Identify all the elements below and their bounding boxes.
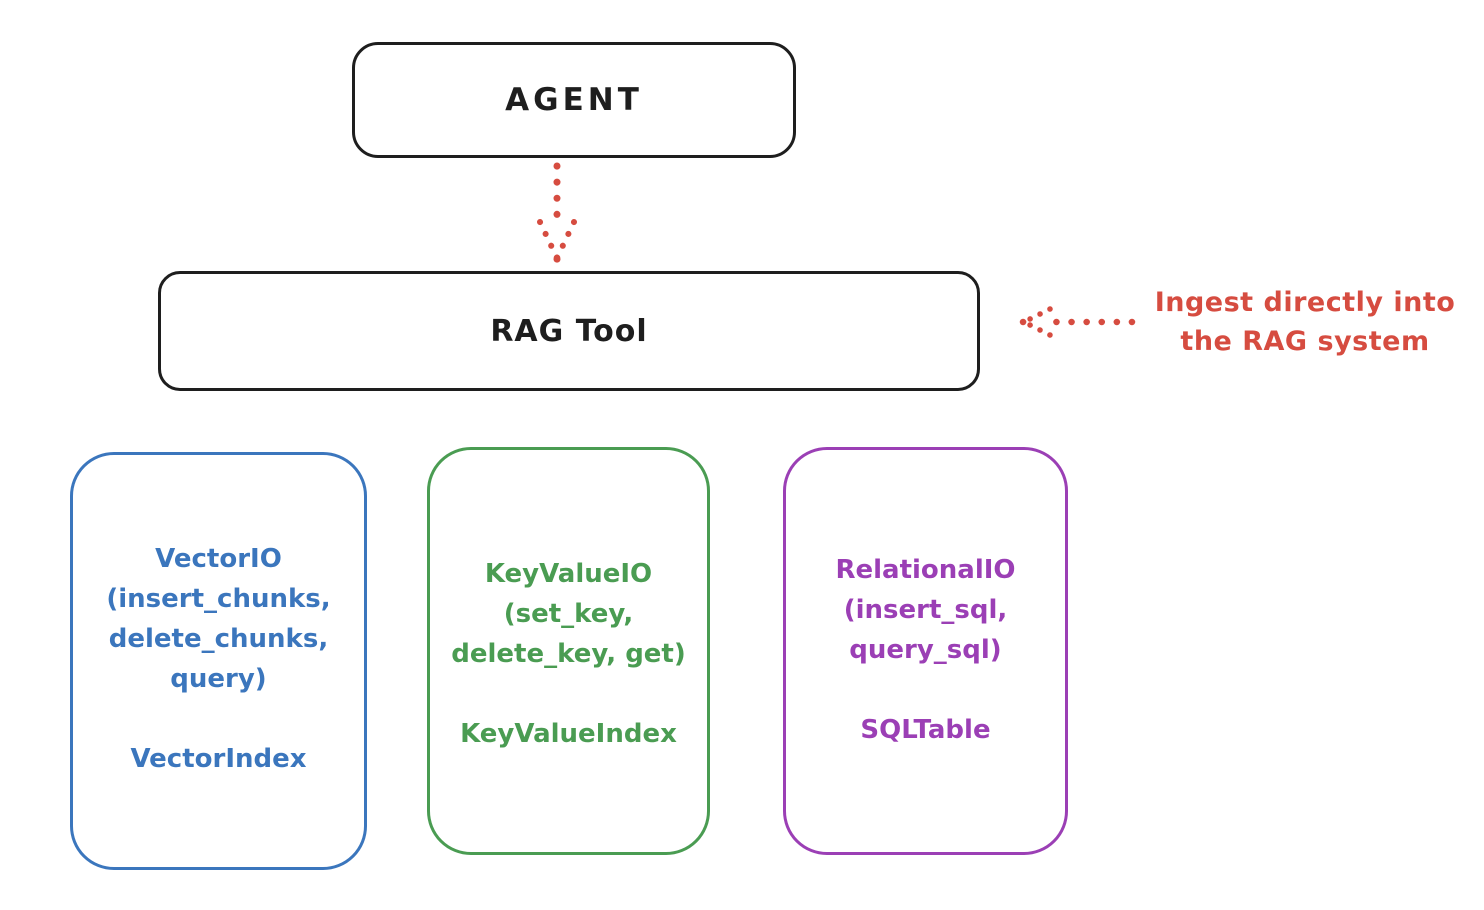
vector-io-methods-line2: delete_chunks, bbox=[108, 624, 329, 654]
relational-io-title: RelationalIO bbox=[835, 555, 1016, 585]
relational-io-methods-line1: (insert_sql, bbox=[843, 595, 1008, 625]
agent-node: AGENT bbox=[352, 42, 796, 158]
keyvalue-io-node: KeyValueIO (set_key, delete_key, get) Ke… bbox=[427, 447, 710, 855]
rag-tool-label: RAG Tool bbox=[490, 313, 648, 349]
keyvalue-io-methods-line2: delete_key, get) bbox=[451, 639, 686, 669]
ingest-annotation-line1: Ingest directly into bbox=[1154, 287, 1456, 318]
relational-io-node: RelationalIO (insert_sql, query_sql) SQL… bbox=[783, 447, 1068, 855]
ingest-arrow-icon bbox=[1019, 306, 1136, 338]
vector-io-methods-line1: (insert_chunks, bbox=[106, 584, 331, 614]
relational-io-methods-line2: query_sql) bbox=[849, 635, 1002, 665]
rag-tool-node: RAG Tool bbox=[158, 271, 980, 391]
vector-index-label: VectorIndex bbox=[130, 744, 307, 774]
agent-label: AGENT bbox=[505, 82, 643, 118]
keyvalue-index-label: KeyValueIndex bbox=[460, 719, 677, 749]
vector-io-node: VectorIO (insert_chunks, delete_chunks, … bbox=[70, 452, 367, 870]
keyvalue-io-methods-line1: (set_key, bbox=[503, 599, 634, 629]
arrow-agent-to-ragtool-icon bbox=[537, 162, 577, 264]
vector-io-methods-line3: query) bbox=[170, 664, 267, 694]
vector-io-title: VectorIO bbox=[155, 544, 282, 574]
keyvalue-io-title: KeyValueIO bbox=[484, 559, 653, 589]
sqltable-label: SQLTable bbox=[860, 715, 991, 745]
ingest-annotation: Ingest directly into the RAG system bbox=[1133, 283, 1477, 361]
ingest-annotation-line2: the RAG system bbox=[1180, 326, 1430, 357]
